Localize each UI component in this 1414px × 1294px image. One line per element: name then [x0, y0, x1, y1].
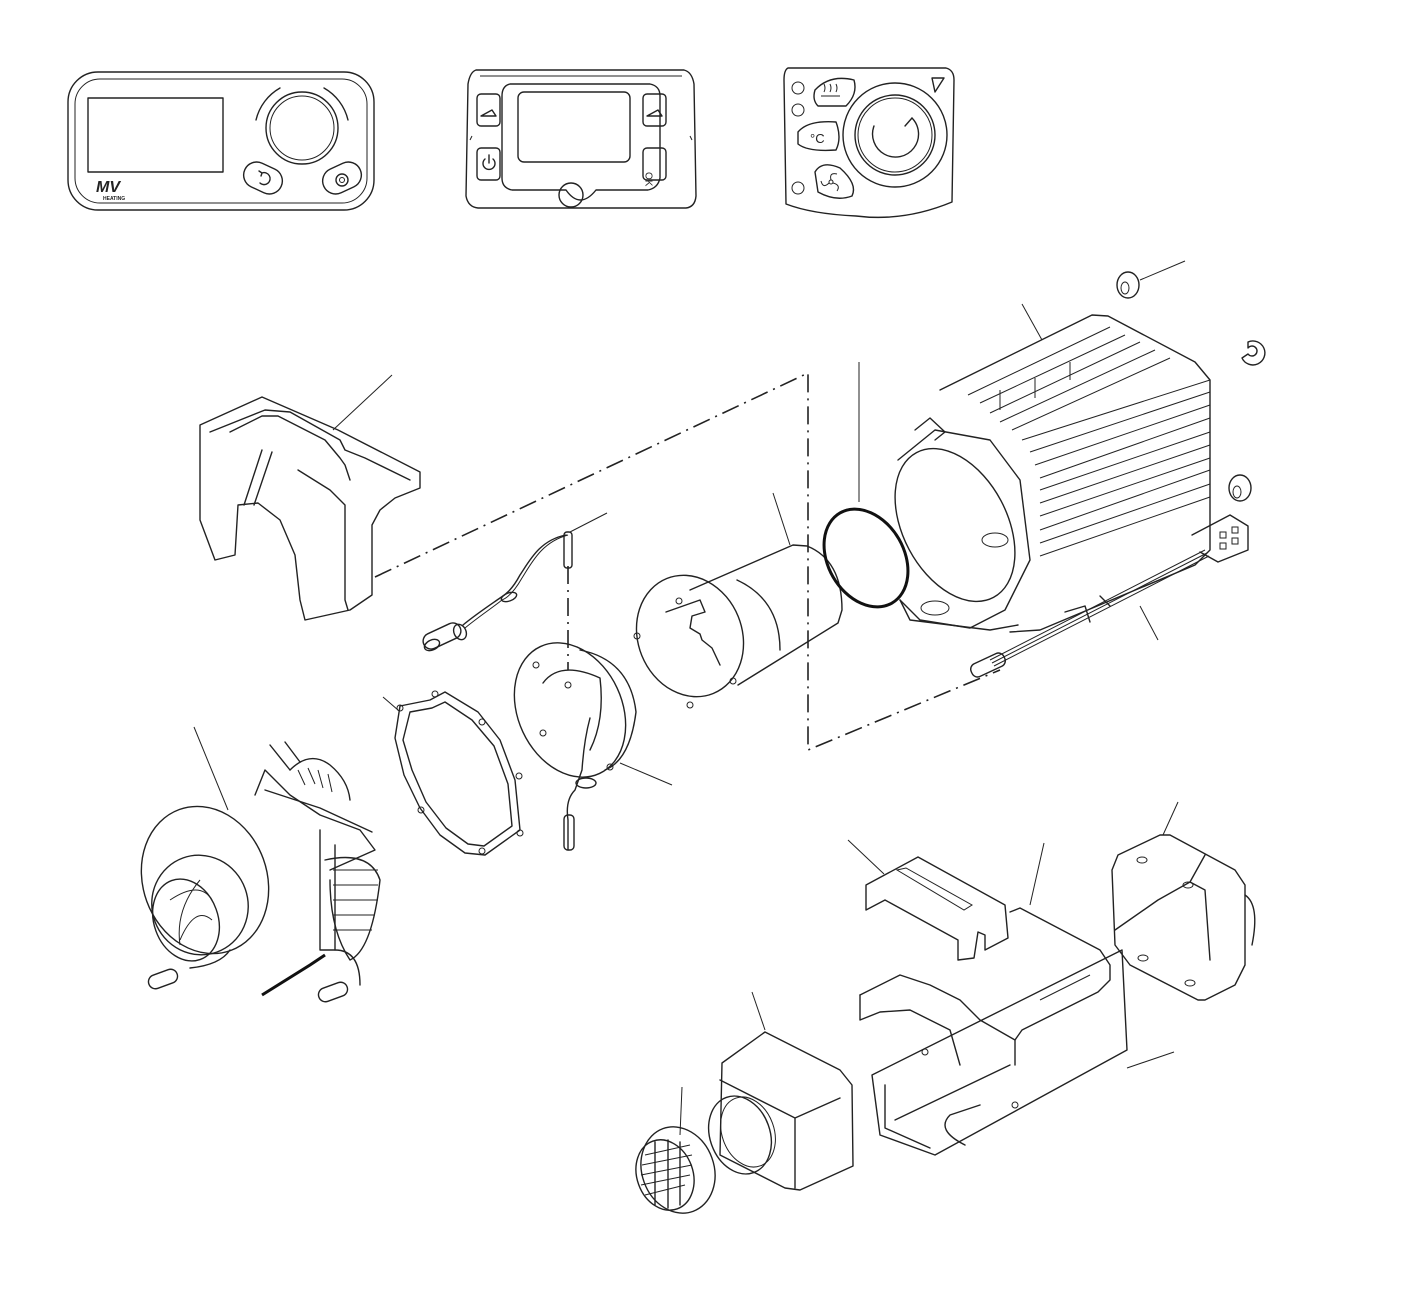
leader-line	[1021, 303, 1043, 341]
leader-line	[382, 696, 399, 711]
leader-line	[772, 492, 791, 546]
leader-line	[569, 512, 608, 533]
fan-button[interactable]	[814, 164, 855, 199]
temperature-button[interactable]: °C	[797, 121, 840, 152]
leader-line	[751, 991, 766, 1031]
settings-button[interactable]	[318, 158, 365, 198]
up-icon	[646, 109, 663, 117]
leader-line	[1029, 842, 1045, 906]
power-icon	[482, 154, 496, 171]
rotary-knob[interactable]	[265, 91, 339, 165]
gear-icon	[335, 173, 349, 187]
up-left-button[interactable]	[476, 93, 501, 127]
part-glow-plug	[422, 512, 608, 652]
up-icon	[480, 109, 497, 117]
fan-icon	[820, 173, 839, 192]
leader-line	[619, 762, 673, 786]
part-mounting-bracket	[847, 839, 1009, 961]
part-housing-lower	[871, 949, 1175, 1156]
display-screen	[87, 97, 224, 173]
brand-badge	[558, 182, 584, 208]
part-inlet-grille	[635, 1086, 716, 1214]
part-blower-motor	[140, 726, 381, 1003]
part-grommet	[1116, 260, 1186, 299]
leader-line	[1139, 260, 1186, 281]
leader-line	[193, 726, 229, 811]
part-air-inlet-hood	[707, 991, 854, 1191]
part-grommet-small	[1228, 474, 1252, 502]
leader-line	[1162, 801, 1179, 836]
cooling-fins	[967, 326, 1211, 557]
back-button[interactable]	[239, 158, 286, 198]
brand-logo: MV	[96, 179, 121, 196]
power-button[interactable]	[476, 147, 501, 181]
leader-line	[1126, 1051, 1175, 1069]
ok-button[interactable]: OK	[642, 147, 667, 187]
part-cover-cap	[199, 374, 421, 621]
part-gasket	[382, 690, 524, 856]
part-o-ring	[822, 362, 910, 609]
heat-icon	[821, 83, 840, 97]
indicator-arrow	[931, 77, 945, 93]
controller-rotary: °C	[783, 67, 955, 219]
part-burner-insert	[513, 642, 673, 851]
controller-mv-heating: MV HEATING	[67, 71, 375, 211]
leader-line	[332, 374, 393, 431]
rotary-dial[interactable]	[842, 77, 948, 188]
part-heat-exchanger	[894, 303, 1211, 633]
part-grommet-open	[1241, 340, 1266, 366]
back-icon	[258, 170, 271, 186]
leader-line	[1139, 605, 1159, 641]
leader-line	[679, 1086, 683, 1136]
display-screen	[517, 91, 631, 163]
part-flame-tube	[633, 492, 843, 709]
brand-subtext: HEATING	[103, 196, 125, 202]
part-wiring-harness	[970, 514, 1249, 678]
part-housing-end-cap	[1111, 801, 1256, 1001]
celsius-icon: °C	[810, 131, 825, 146]
svg-text:OK: OK	[643, 172, 654, 187]
heat-button[interactable]	[813, 77, 856, 107]
assembly-guide-line	[374, 371, 1001, 752]
part-housing-upper	[859, 842, 1111, 1066]
controller-display: OK	[465, 69, 697, 209]
up-right-button[interactable]	[642, 93, 667, 127]
leader-line	[847, 839, 885, 875]
